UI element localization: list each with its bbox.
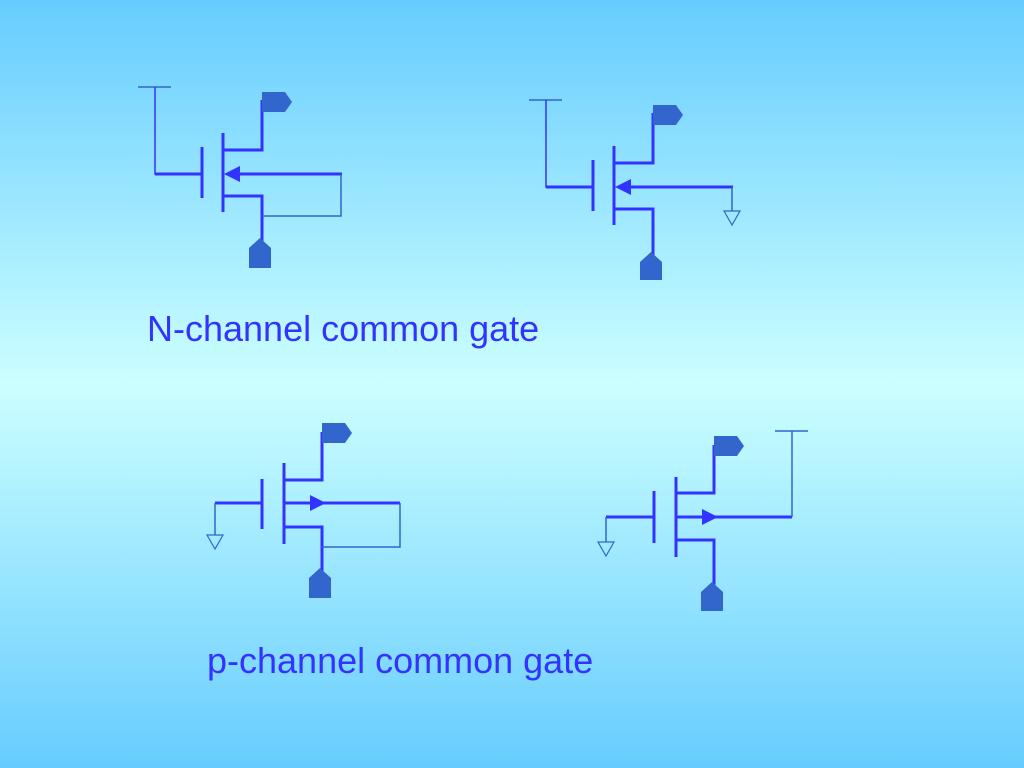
ground-icon xyxy=(596,541,616,558)
bulk-arrow-icon xyxy=(224,166,240,182)
circuit-p-channel-bulk-to-vdd xyxy=(596,430,808,611)
source-terminal-icon xyxy=(701,582,723,611)
drain-terminal-icon xyxy=(262,92,292,112)
n-channel-caption: N-channel common gate xyxy=(147,308,540,349)
drain-terminal-icon xyxy=(322,423,352,443)
gate-bias-wire xyxy=(154,87,202,175)
ground-icon xyxy=(722,210,742,227)
source-wire xyxy=(676,538,716,588)
circuit-p-channel-bulk-to-source xyxy=(205,423,401,598)
bulk-arrow-icon xyxy=(702,509,718,525)
source-wire xyxy=(614,207,655,256)
source-terminal-icon xyxy=(640,252,662,280)
drain-wire xyxy=(614,113,655,165)
gate-bias-wire xyxy=(545,100,593,188)
circuit-n-channel-bulk-to-ground xyxy=(529,99,742,280)
source-terminal-icon xyxy=(309,568,331,598)
bulk-arrow-icon xyxy=(615,179,631,195)
drain-wire xyxy=(676,445,716,495)
bulk-arrow-icon xyxy=(310,495,326,511)
source-terminal-icon xyxy=(249,238,271,268)
circuit-n-channel-bulk-to-source xyxy=(138,86,342,268)
p-channel-caption: p-channel common gate xyxy=(207,640,594,681)
drain-terminal-icon xyxy=(714,436,744,456)
drain-terminal-icon xyxy=(653,105,683,125)
bulk-source-tie xyxy=(262,174,342,217)
bulk-source-tie xyxy=(322,503,401,548)
drain-wire xyxy=(284,432,324,482)
ground-icon xyxy=(205,534,225,551)
source-wire xyxy=(284,525,324,574)
source-wire xyxy=(223,194,264,242)
drain-wire xyxy=(223,100,264,152)
